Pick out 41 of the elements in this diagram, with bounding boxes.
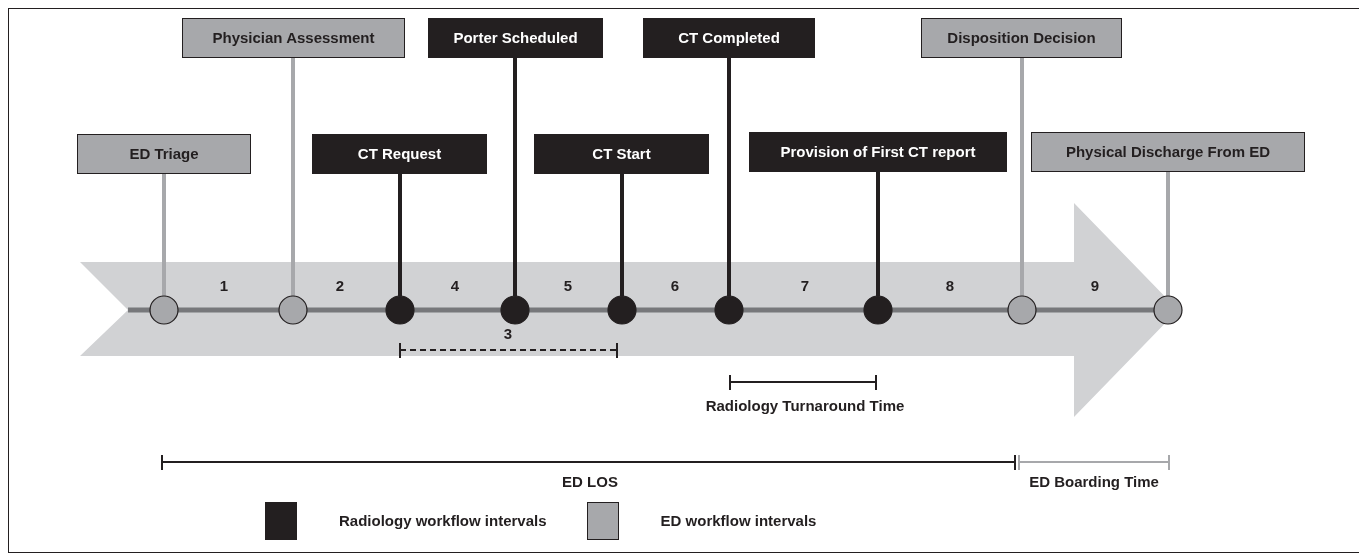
event-box: CT Start (534, 134, 709, 174)
timeline-point (714, 295, 744, 325)
interval-number: 9 (1090, 278, 1100, 293)
connector-line (876, 172, 880, 296)
timeline-point (385, 295, 415, 325)
event-box: ED Triage (77, 134, 251, 174)
connector-line (513, 58, 517, 296)
dimension-label: Radiology Turnaround Time (705, 398, 905, 413)
interval-number: 1 (219, 278, 229, 293)
connector-line (620, 174, 624, 296)
timeline-point (1007, 295, 1037, 325)
timeline-point (863, 295, 893, 325)
connector-line (291, 58, 295, 296)
legend-label: ED workflow intervals (660, 510, 817, 531)
connector-line (727, 58, 731, 296)
event-box: Physician Assessment (182, 18, 405, 58)
timeline-point (500, 295, 530, 325)
connector-line (398, 174, 402, 296)
interval-number: 7 (800, 278, 810, 293)
dimension-label: ED LOS (562, 474, 618, 489)
connector-line (1020, 58, 1024, 296)
timeline-point (278, 295, 308, 325)
event-box: Porter Scheduled (428, 18, 603, 58)
dimension-label: ED Boarding Time (1029, 474, 1159, 489)
event-box: Physical Discharge From ED (1031, 132, 1305, 172)
event-box: CT Request (312, 134, 487, 174)
interval-number: 8 (945, 278, 955, 293)
legend-label: Radiology workflow intervals (339, 510, 547, 531)
interval-number: 3 (503, 326, 513, 341)
timeline-point (607, 295, 637, 325)
interval-number: 4 (450, 278, 460, 293)
connector-line (162, 174, 166, 296)
timeline-point (1153, 295, 1183, 325)
interval-number: 2 (335, 278, 345, 293)
interval-number: 5 (563, 278, 573, 293)
event-box: CT Completed (643, 18, 815, 58)
interval-number: 6 (670, 278, 680, 293)
timeline-point (149, 295, 179, 325)
connector-line (1166, 172, 1170, 296)
event-box: Provision of First CT report (749, 132, 1007, 172)
event-box: Disposition Decision (921, 18, 1122, 58)
